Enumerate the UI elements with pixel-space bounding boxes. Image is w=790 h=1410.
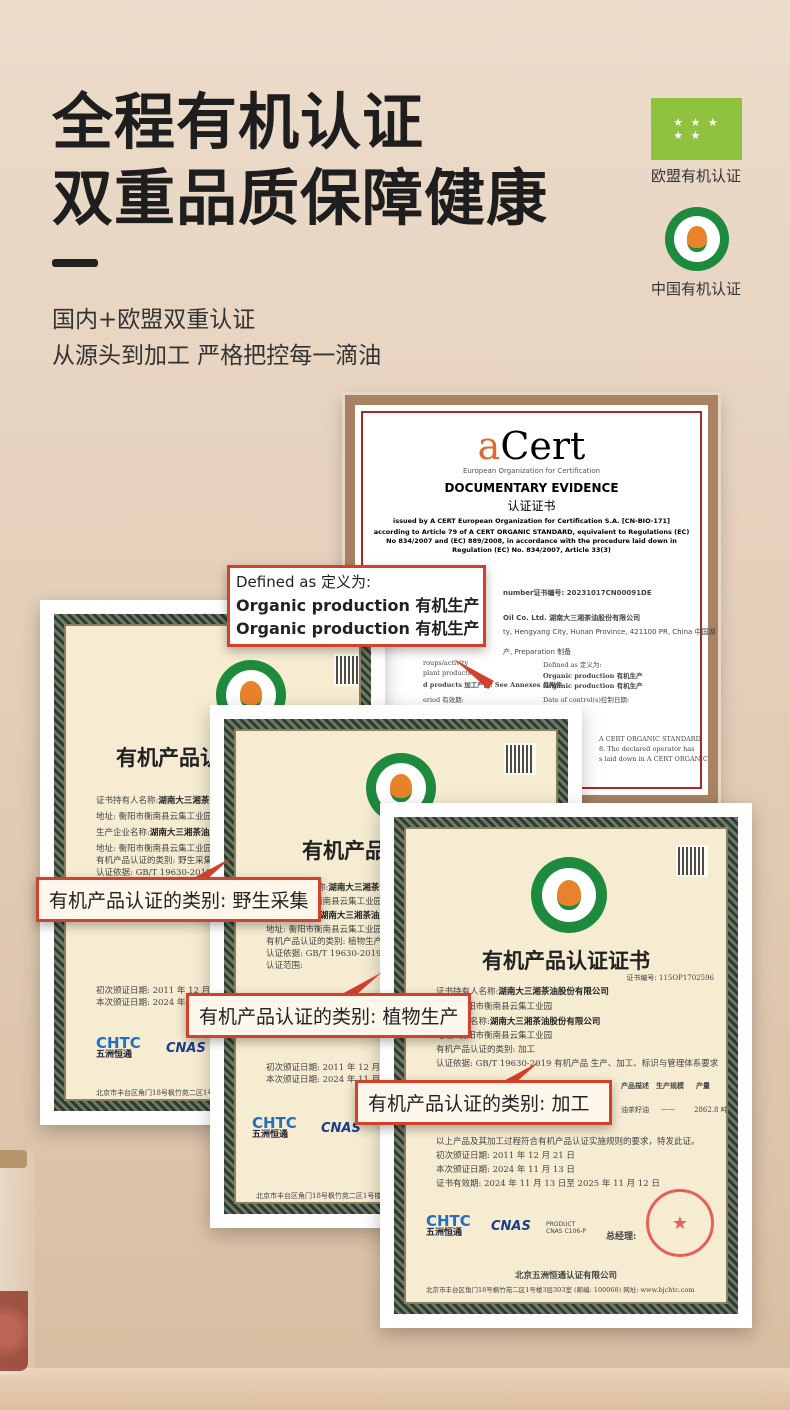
eu-organic-leaf-icon: ★ ★ ★★ ★ (651, 98, 742, 160)
acert-plant: plant products (423, 669, 472, 677)
acert-defined: Defined as 定义为: (543, 661, 602, 669)
acert-number: number证书编号: 20231017CN00091DE (503, 589, 652, 597)
subtitle-line2: 从源头到加工 严格把控每一滴油 (52, 343, 382, 369)
qr-code (676, 845, 708, 877)
qr-code (504, 743, 536, 775)
callout-organic1: Organic production 有机生产 (236, 595, 480, 615)
headline-line1: 全程有机认证 (52, 87, 425, 158)
divider (52, 259, 98, 267)
certificate-processing: 有机产品认证证书 证书编号: 115OP1702596 证书持有人名称:湖南大三… (380, 803, 752, 1328)
cert-address: 地址: 衡阳市衡南县云集工业园 (266, 897, 383, 907)
china-organic-logo-icon (665, 207, 729, 271)
cert-address: 地址: 衡阳市衡南县云集工业园 (266, 925, 383, 935)
china-organic-logo-icon (531, 857, 607, 933)
col-scale: 生产规模 (656, 1081, 684, 1090)
cert-category: 有机产品认证的类别: 植物生产 (266, 937, 383, 947)
cell-product: 油茶籽油 (621, 1106, 649, 1114)
cert-address: 地址: 衡阳市衡南县云集工业园 (96, 844, 213, 854)
cert-address: 地址: 衡阳市衡南县云集工业园 (96, 812, 213, 822)
acert-logo: aCert (477, 424, 586, 468)
cell-scale: —— (661, 1105, 675, 1113)
cert-address: 地址: 衡阳市衡南县云集工业园 (436, 1002, 553, 1012)
cnas-logo: CNAS (321, 1121, 361, 1136)
acert-period: eriod 有效期: (423, 696, 464, 704)
acert-laid: s laid down in A CERT ORGANIC (599, 755, 708, 763)
cert-category: 有机产品认证的类别: 加工 (436, 1045, 536, 1055)
cert-valid: 证书有效期: 2024 年 11 月 13 日至 2025 年 11 月 12 … (436, 1179, 660, 1189)
col-desc: 产品描述 (621, 1081, 649, 1090)
cert-address: 地址: 衡阳市衡南县云集工业园 (436, 1031, 553, 1041)
cert-company: 北京五洲恒通认证有限公司 (514, 1271, 617, 1281)
acert-title: DOCUMENTARY EVIDENCE (444, 481, 619, 495)
cert-first-date: 初次颁证日期: 2011 年 12 月 21 日 (96, 986, 235, 996)
subtitle-line1: 国内+欧盟双重认证 (52, 307, 256, 333)
cnas-logo: CNAS (491, 1219, 531, 1234)
acert-organic2: Organic production 有机生产 (543, 682, 643, 690)
badge-eu-label: 欧盟有机认证 (650, 167, 741, 185)
acert-declared: 8. The declared operator has (599, 745, 695, 753)
acert-org: European Organization for Certification (462, 467, 601, 475)
cert-company-address: 北京市丰台区角门18号枫竹苑二区1号楼3层303室 (邮编: 100068) 网… (426, 1286, 695, 1294)
col-output: 产量 (696, 1081, 710, 1090)
table-surface (0, 1368, 790, 1410)
acert-operator: Oil Co. Ltd. 湖南大三湘茶油股份有限公司 (503, 614, 641, 622)
acert-processed: d products 加工产品: See Annexes 见附件 (423, 681, 563, 689)
callout-plant-production: 有机产品认证的类别: 植物生产 (186, 993, 472, 1038)
cert-number: 证书编号: 115OP1702596 (626, 974, 714, 982)
acert-organic1: Organic production 有机生产 (543, 672, 643, 680)
general-manager-label: 总经理: (606, 1232, 637, 1242)
cert-this-date: 本次颁证日期: 2024 年 11 月 13 日 (96, 998, 235, 1008)
cert-category: 有机产品认证的类别: 野生采集 (96, 856, 213, 866)
acert-title-cn: 认证证书 (507, 499, 556, 513)
cnas-product: PRODUCT CNAS C106-P (546, 1221, 586, 1235)
cert-this-date: 本次颁证日期: 2024 年 11 月 13 日 (266, 1075, 405, 1085)
acert-according: according to Article 79 of A CERT ORGANI… (373, 528, 690, 555)
badge-china-label: 中国有机认证 (650, 280, 741, 298)
acert-activity: roups/activity (423, 659, 469, 667)
acert-address: ty, Hengyang City, Hunan Province, 42110… (503, 628, 716, 636)
acert-issued: issued by A CERT European Organization f… (393, 517, 670, 525)
cert-this-date: 本次颁证日期: 2024 年 11 月 13 日 (436, 1165, 575, 1175)
cell-output: 2862.8 吨 (694, 1106, 728, 1114)
acert-preparation: 产, Preparation 制备 (503, 648, 572, 656)
cert-first-date: 初次颁证日期: 2011 年 12 月 21 日 (436, 1151, 575, 1161)
glass-jar-decoration (0, 1150, 35, 1375)
callout-defined-as: Defined as 定义为: Organic production 有机生产 … (227, 565, 486, 648)
qr-code (334, 654, 359, 686)
cert-basis: 认证依据: GB/T 19630-2019 有机产品 生产、加工、标识与管理体系… (436, 1059, 719, 1069)
cnas-logo: CNAS (166, 1041, 206, 1056)
cert-first-date: 初次颁证日期: 2011 年 12 月 21 日 (266, 1063, 405, 1073)
red-seal-stamp: ★ (646, 1189, 714, 1257)
callout-organic2: Organic production 有机生产 (236, 618, 480, 638)
callout-wild-collection: 有机产品认证的类别: 野生采集 (36, 877, 322, 922)
callout-defined-label: Defined as 定义为: (236, 573, 372, 591)
cert-title: 有机产品认证证书 (482, 949, 650, 973)
cert-conform: 以上产品及其加工过程符合有机产品认证实施规则的要求，特发此证。 (436, 1137, 700, 1147)
cert-scope: 认证范围: (266, 961, 303, 971)
headline-line2: 双重品质保障健康 (52, 163, 549, 234)
callout-processing: 有机产品认证的类别: 加工 (355, 1080, 612, 1125)
acert-std: A CERT ORGANIC STANDARD, (599, 735, 703, 743)
acert-date-control: Date of control(s)控制日期: (543, 696, 630, 704)
